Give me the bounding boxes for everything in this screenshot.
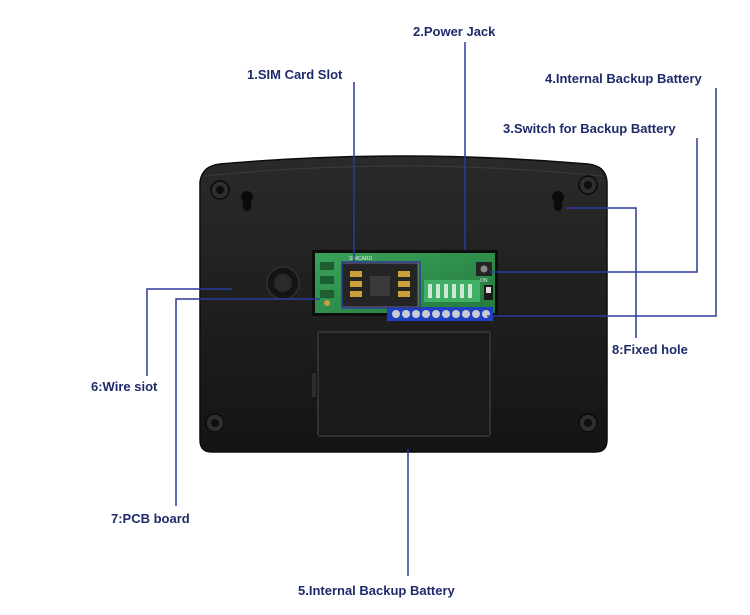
- switch-marking: ON: [480, 278, 488, 284]
- fixed-hole-top-left: [210, 180, 230, 200]
- sim-card-holder: [341, 262, 419, 308]
- pcb-left-components: [320, 262, 334, 306]
- power-jack-connector: [476, 262, 492, 276]
- wire-slot: [205, 266, 312, 300]
- label-internal-backup-battery-4: 4.Internal Backup Battery: [545, 71, 702, 86]
- battery-compartment-latch: [310, 371, 318, 399]
- keyhole-left: [241, 191, 253, 211]
- label-switch-backup-battery: 3.Switch for Backup Battery: [503, 121, 676, 136]
- label-internal-backup-battery-5: 5.Internal Backup Battery: [298, 583, 455, 598]
- battery-compartment: [317, 331, 491, 437]
- terminal-block: [387, 307, 493, 321]
- backup-battery-switch: [484, 285, 493, 300]
- leader-pcb-board: [175, 298, 320, 506]
- keyhole-right: [552, 191, 564, 211]
- fixed-hole-bottom-right: [578, 413, 598, 433]
- leader-internal-backup-battery-4: [487, 88, 717, 317]
- fixed-hole-bottom-left: [205, 413, 225, 433]
- pcb-right-traces: [424, 280, 480, 302]
- label-pcb-board: 7:PCB board: [111, 511, 190, 526]
- leader-fixed-hole: [566, 207, 637, 338]
- label-sim-card-slot: 1.SIM Card Slot: [247, 67, 343, 82]
- leader-wire-slot: [146, 288, 232, 376]
- sim-slot-highlight: [341, 261, 421, 309]
- fixed-hole-top-right: [578, 175, 598, 195]
- label-power-jack: 2.Power Jack: [413, 24, 496, 39]
- sim-marking: SIMCARD: [349, 256, 372, 262]
- label-wire-slot: 6:Wire siot: [91, 379, 158, 394]
- leader-lines: [146, 42, 717, 576]
- label-fixed-hole: 8:Fixed hole: [612, 342, 688, 357]
- leader-switch-backup-battery: [490, 138, 698, 273]
- device-top-edge: [204, 165, 603, 177]
